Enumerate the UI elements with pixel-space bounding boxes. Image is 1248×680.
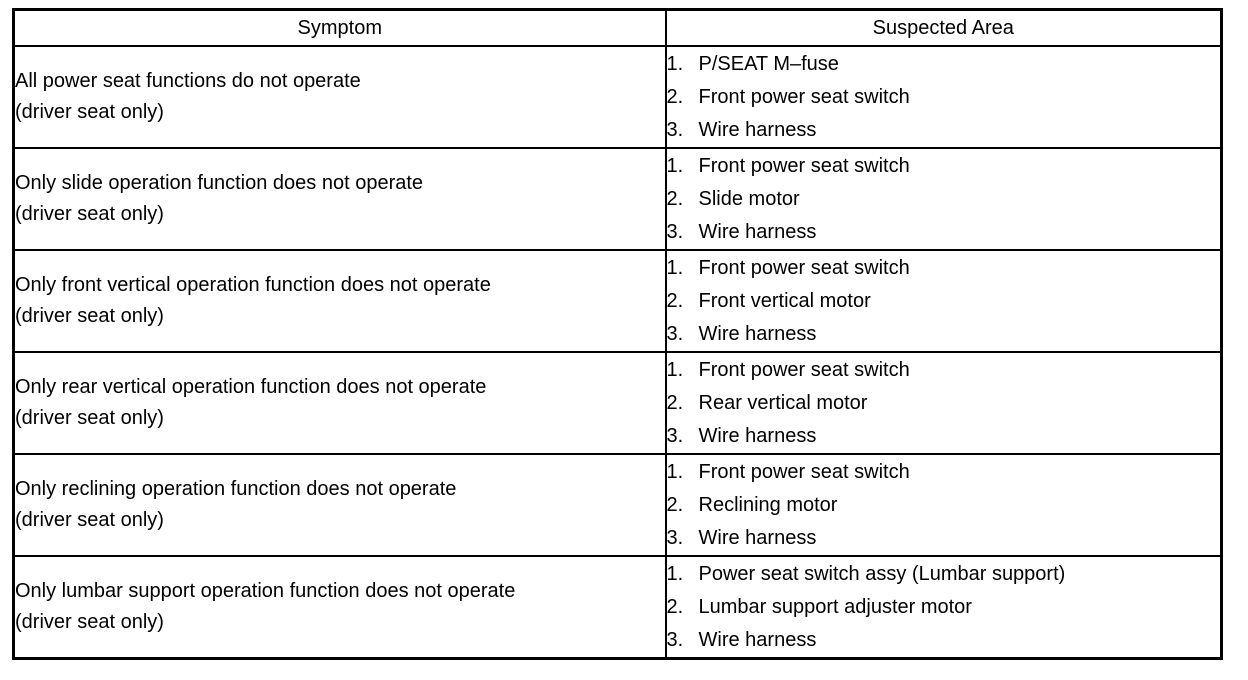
symptom-text: Only slide operation function does not o… <box>15 172 424 194</box>
suspected-area-cell: 1. P/SEAT M–fuse 2. Front power seat switc… <box>664 45 1223 149</box>
item-text: Wire harness <box>698 628 817 651</box>
symptom-qualifier: (driver seat only) <box>15 203 164 225</box>
list-item: 2. Slide motor <box>667 183 1221 216</box>
item-text: Front vertical motor <box>698 289 871 312</box>
item-number: 1. <box>666 256 684 279</box>
list-item: 2. Lumbar support adjuster motor <box>667 591 1221 624</box>
item-number: 3. <box>666 628 684 651</box>
header-symptom: Symptom <box>12 8 667 47</box>
item-number: 3. <box>666 526 684 549</box>
suspected-area-list: 1. Front power seat switch 2. Reclining mo… <box>667 456 1221 555</box>
symptom-text: Only lumbar support operation function d… <box>15 580 516 602</box>
suspected-area-list: 1. P/SEAT M–fuse 2. Front power seat switc… <box>667 48 1221 147</box>
list-item: 2. Reclining motor <box>667 489 1221 522</box>
item-number: 2. <box>666 493 684 516</box>
item-number: 3. <box>666 220 684 243</box>
symptom-qualifier: (driver seat only) <box>15 611 164 633</box>
suspected-area-cell: 1. Front power seat switch 2. Reclining mo… <box>664 453 1223 557</box>
item-text: Front power seat switch <box>698 460 910 483</box>
list-item: 3. Wire harness <box>667 216 1221 249</box>
list-item: 1. Front power seat switch <box>667 150 1221 183</box>
list-item: 1. P/SEAT M–fuse <box>667 48 1221 81</box>
item-number: 2. <box>666 289 684 312</box>
symptom-text: Only rear vertical operation function do… <box>15 376 487 398</box>
suspected-area-cell: 1.Front power seat switch 2.Slide motor … <box>664 147 1223 251</box>
suspected-area-cell: 1. Power seat switch assy (Lumbar support… <box>664 555 1223 660</box>
item-text: Rear vertical motor <box>698 391 868 414</box>
symptom-table: Symptom Suspected Area All power seat fu… <box>12 8 1223 660</box>
item-text: Wire harness <box>698 526 817 549</box>
item-number: 1. <box>666 460 684 483</box>
list-item: 3. Wire harness <box>667 624 1221 657</box>
suspected-area-list: 1. Front power seat switch 2. Rear vertica… <box>667 354 1221 453</box>
header-row: Symptom Suspected Area <box>12 8 1223 47</box>
table-row: All power seat functions do not operate … <box>12 45 1223 149</box>
table-row: Only rear vertical operation function do… <box>12 351 1223 455</box>
suspected-area-list: 1.Front power seat switch 2.Slide motor … <box>667 150 1221 249</box>
item-number: 3. <box>666 424 684 447</box>
item-number: 3. <box>666 118 684 141</box>
item-text: Front power seat switch <box>698 85 910 108</box>
item-text: P/SEAT M–fuse <box>698 52 839 75</box>
suspected-area-list: 1. Power seat switch assy (Lumbar support… <box>667 558 1221 657</box>
suspected-area-list: 1. Front power seat switch 2. Front vertic… <box>667 252 1221 351</box>
symptom-text: Only front vertical operation function d… <box>15 274 491 296</box>
table-row: Only reclining operation function does n… <box>12 453 1223 557</box>
symptom-qualifier: (driver seat only) <box>15 407 164 429</box>
list-item: 2. Front vertical motor <box>667 285 1221 318</box>
item-text: Front power seat switch <box>698 256 910 279</box>
symptom-qualifier: (driver seat only) <box>15 305 164 327</box>
item-text: Wire harness <box>698 322 817 345</box>
list-item: 1. Front power seat switch <box>667 354 1221 387</box>
item-number: 1. <box>666 154 684 177</box>
item-text: Wire harness <box>698 424 817 447</box>
symptom-text: Only reclining operation function does n… <box>15 478 457 500</box>
symptom-text: All power seat functions do not operate <box>15 70 361 92</box>
suspected-area-cell: 1. Front power seat switch 2. Rear vertica… <box>664 351 1223 455</box>
symptom-cell: Only rear vertical operation function do… <box>12 351 667 455</box>
item-number: 1. <box>666 358 684 381</box>
list-item: 2. Rear vertical motor <box>667 387 1221 420</box>
item-text: Lumbar support adjuster motor <box>698 595 972 618</box>
header-suspected-area: Suspected Area <box>664 8 1223 47</box>
item-text: Wire harness <box>698 220 817 243</box>
item-text: Power seat switch assy (Lumbar support) <box>698 562 1066 585</box>
symptom-cell: Only lumbar support operation function d… <box>12 555 667 660</box>
item-text: Reclining motor <box>698 493 838 516</box>
item-number: 2. <box>666 85 684 108</box>
list-item: 3. Wire harness <box>667 420 1221 453</box>
symptom-cell: All power seat functions do not operate … <box>12 45 667 149</box>
item-text: Wire harness <box>698 118 817 141</box>
item-number: 3. <box>666 322 684 345</box>
list-item: 2. Front power seat switch <box>667 81 1221 114</box>
item-number: 1. <box>666 52 684 75</box>
symptom-qualifier: (driver seat only) <box>15 101 164 123</box>
suspected-area-cell: 1. Front power seat switch 2. Front vertic… <box>664 249 1223 353</box>
symptom-qualifier: (driver seat only) <box>15 509 164 531</box>
list-item: 1. Front power seat switch <box>667 252 1221 285</box>
item-number: 2. <box>666 187 684 210</box>
item-number: 1. <box>666 562 684 585</box>
symptom-cell: Only slide operation function does not o… <box>12 147 667 251</box>
item-number: 2. <box>666 595 684 618</box>
table-row: Only lumbar support operation function d… <box>12 555 1223 660</box>
item-text: Slide motor <box>698 187 800 210</box>
item-text: Front power seat switch <box>698 358 910 381</box>
table-row: Only front vertical operation function d… <box>12 249 1223 353</box>
symptom-cell: Only reclining operation function does n… <box>12 453 667 557</box>
symptom-cell: Only front vertical operation function d… <box>12 249 667 353</box>
list-item: 1. Power seat switch assy (Lumbar support… <box>667 558 1221 591</box>
table-row: Only slide operation function does not o… <box>12 147 1223 251</box>
item-number: 2. <box>666 391 684 414</box>
list-item: 1. Front power seat switch <box>667 456 1221 489</box>
list-item: 3. Wire harness <box>667 318 1221 351</box>
list-item: 3. Wire harness <box>667 114 1221 147</box>
list-item: 3. Wire harness <box>667 522 1221 555</box>
item-text: Front power seat switch <box>698 154 910 177</box>
